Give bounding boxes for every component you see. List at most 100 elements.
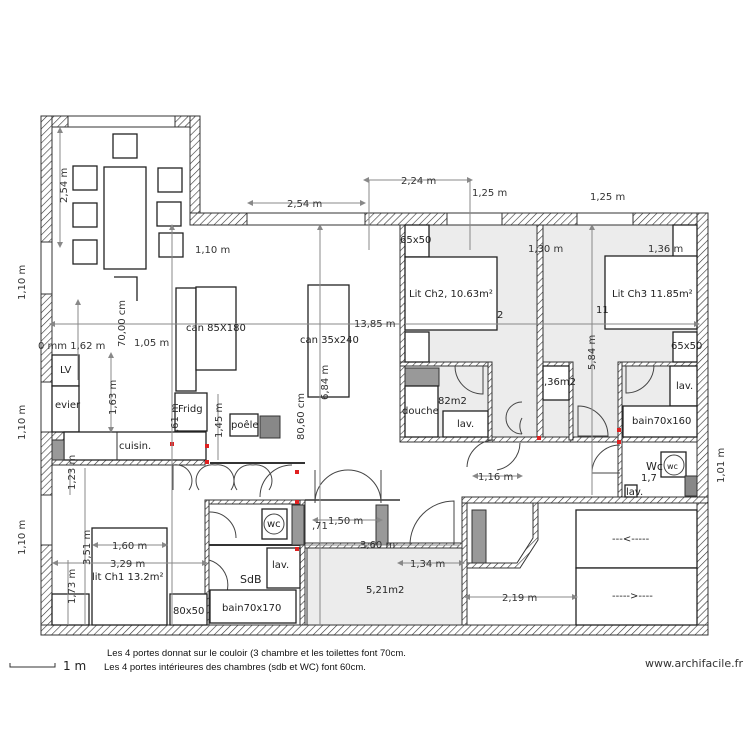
sofa-85x180 [195, 286, 237, 371]
dishwasher-label: LV [60, 365, 71, 376]
window [67, 115, 176, 128]
exterior-walls [40, 115, 709, 636]
chair [72, 239, 98, 265]
dining-table [103, 166, 147, 270]
scale-label: 1 m [63, 659, 86, 673]
nightstand-label: 80x50 [173, 606, 204, 617]
svg-text:3,29 m: 3,29 m [110, 559, 145, 570]
window [40, 241, 53, 295]
room-label-bath-ch2: 82m2 [438, 396, 467, 407]
toilet [660, 451, 687, 478]
sink [51, 385, 80, 433]
nightstand [404, 224, 430, 258]
note-line: Les 4 portes donnat sur le couloir (3 ch… [107, 648, 406, 659]
room-label-ch2: Lit Ch2, 10.63m² [409, 289, 493, 300]
dishwasher [51, 354, 80, 387]
room-label-ch1: lit Ch1 13.2m² [92, 572, 164, 583]
bed-ch3 [604, 255, 698, 330]
dining-set [72, 133, 184, 301]
svg-text:1,23 m: 1,23 m [67, 455, 78, 490]
room-label-wc: Wc [646, 460, 663, 473]
svg-text:1,10 m: 1,10 m [195, 245, 230, 256]
svg-text:1,63 m: 1,63 m [108, 380, 119, 415]
sofa-label: can 85X180 [186, 323, 246, 334]
stove-label: poêle [231, 419, 259, 431]
svg-text:2,19 m: 2,19 m [502, 593, 537, 604]
svg-text:1,30 m: 1,30 m [528, 244, 563, 255]
dimension-labels: 2,54 m 2,54 m 2,24 m 1,25 m 1,25 m 1,10 … [17, 168, 727, 604]
svg-text:1,36 m: 1,36 m [648, 244, 683, 255]
svg-text:2,54 m: 2,54 m [59, 168, 70, 203]
svg-text:,61 m: ,61 m [170, 403, 181, 432]
chair [112, 133, 138, 159]
window [446, 212, 503, 226]
nightstand-label: 65x50 [400, 235, 431, 246]
shower-label: douche [402, 406, 439, 417]
shower [404, 385, 439, 438]
svg-text:1,10 m: 1,10 m [17, 405, 28, 440]
room-label-corridor: 5,21m2 [366, 585, 404, 596]
watermark: www.archifacile.fr [645, 657, 743, 670]
window [40, 381, 53, 433]
svg-text:5,84 m: 5,84 m [587, 335, 598, 370]
svg-text:1,25 m: 1,25 m [472, 188, 507, 199]
bathtub-ch3 [622, 405, 698, 438]
note-line: Les 4 portes intérieures des chambres (s… [104, 662, 366, 673]
bed-ch2 [404, 256, 498, 331]
sofa-back [175, 287, 197, 392]
svg-text:1,34 m: 1,34 m [410, 559, 445, 570]
fridge [174, 392, 208, 432]
sink-label: lav. [272, 560, 289, 571]
sofa-35x240 [307, 284, 350, 398]
svg-text:1,01 m: 1,01 m [716, 448, 727, 483]
sink-label: lav. [676, 381, 693, 392]
svg-text:2,54 m: 2,54 m [287, 199, 322, 210]
scale-bar [9, 663, 56, 668]
nightstand [169, 593, 208, 626]
nightstand [672, 331, 698, 363]
window [576, 212, 634, 226]
svg-text:0 mm 1,62 m: 0 mm 1,62 m [38, 341, 105, 352]
room-label-ch3: Lit Ch3 11.85m² [612, 289, 693, 300]
window [246, 212, 366, 226]
sink-label: lav. [457, 419, 474, 430]
room-label-closet: ,36m2 [544, 377, 576, 388]
svg-text:70,00 cm: 70,00 cm [117, 300, 128, 347]
storage-unit-top [575, 509, 698, 569]
window [40, 494, 53, 546]
svg-text:2,24 m: 2,24 m [401, 176, 436, 187]
sink-ch2 [442, 410, 489, 438]
sink-label: lav. [626, 487, 643, 498]
chair [158, 232, 184, 258]
room-label-wc-area: 1,7 [641, 473, 657, 484]
radiator-icon [404, 367, 440, 387]
toilet-label: wc [667, 462, 678, 471]
svg-text:1,16 m: 1,16 m [478, 472, 513, 483]
doors [172, 464, 455, 546]
bathtub-label: bain70x170 [222, 603, 281, 614]
svg-text:1,10 m: 1,10 m [17, 520, 28, 555]
svg-text:1,73 m: 1,73 m [67, 569, 78, 604]
svg-text:6,84 m: 6,84 m [320, 365, 331, 400]
storage-unit-bottom [575, 567, 698, 626]
chair [157, 167, 183, 193]
area-fragment: 11 [596, 305, 609, 316]
svg-text:1,25 m: 1,25 m [590, 192, 625, 203]
svg-text:80,60 cm: 80,60 cm [296, 393, 307, 440]
sofa-label: can 35x240 [300, 335, 359, 346]
chair [156, 201, 182, 227]
stove [229, 413, 259, 437]
chair [72, 202, 98, 228]
bathtub-label: bain70x160 [632, 416, 691, 427]
svg-text:3,60 m: 3,60 m [360, 540, 395, 551]
area-fragment: 2 [497, 310, 503, 321]
door-markers [170, 428, 621, 551]
sink-sdb [266, 547, 301, 589]
svg-text:1,05 m: 1,05 m [134, 338, 169, 349]
dimension-lines [49, 127, 700, 625]
closet [542, 365, 570, 401]
sink-label: evier [55, 400, 81, 411]
svg-text:,71: ,71 [312, 521, 328, 532]
svg-text:1,45 m: 1,45 m [214, 403, 225, 438]
